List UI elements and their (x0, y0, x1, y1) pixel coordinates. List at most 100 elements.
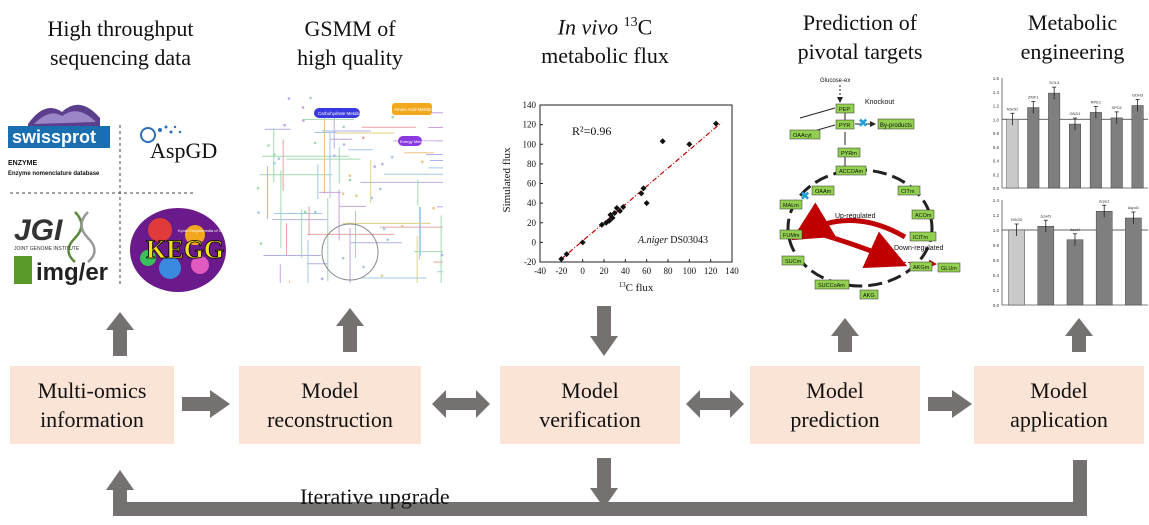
bar-label: NSOD (1007, 106, 1019, 111)
scatter-ytick-label: 0 (532, 237, 537, 247)
scatter-point (598, 221, 605, 228)
pathway-node-label: ACOm (915, 213, 932, 219)
scatter-xtick-label: -40 (534, 266, 546, 276)
pathway-node-box (811, 185, 835, 196)
pathway-node-label: PYRm (841, 151, 857, 157)
bar (1110, 117, 1123, 189)
jgi-text: JGI (14, 214, 63, 247)
scatter-point (613, 205, 620, 212)
scatter-annotation: R²=0.96 (572, 124, 611, 138)
bar-ytick-label: 0.4 (993, 273, 1000, 278)
bar-ytick-label: 0.8 (993, 243, 1000, 248)
heading-gsmm-line2: high quality (297, 45, 403, 70)
heading-targets: Prediction of pivotal targets (760, 8, 960, 66)
scatter-xlabel: 13C flux (619, 281, 654, 294)
bar-ytick-label: 1.4 (993, 90, 1000, 95)
bar (1089, 112, 1102, 189)
scatter-xtick-label: 80 (664, 266, 674, 276)
pathway-node-box (909, 261, 933, 272)
heading-gsmm: GSMM of high quality (250, 14, 450, 72)
scatter-xtick-label: 140 (725, 266, 739, 276)
pathway-node-label: ACCOAm (839, 169, 864, 175)
pathway-down: Down-regulated (894, 245, 944, 252)
pathway-node-label: OAAm (815, 189, 832, 195)
heading-sequencing-line1: High throughput (47, 16, 194, 41)
heading-engineering-line2: engineering (1020, 39, 1125, 64)
bar-ytick-label: 0.8 (993, 131, 1000, 136)
arrow-double-verification-prediction (686, 390, 744, 418)
box-multiomics[interactable]: Multi-omics information (10, 366, 174, 444)
heading-flux-italic: In vivo (557, 14, 619, 40)
box-verification[interactable]: Model verification (500, 366, 680, 444)
scatter-ytick-label: 40 (527, 198, 537, 208)
jgi-sub-text: JOINT GENOME INSTITUTE (14, 246, 80, 252)
gsmm-label-1: Carbohydrate Metabolism (318, 111, 370, 116)
pathway-node-label: PYR (839, 123, 850, 129)
scatter-ytick-label: -20 (524, 257, 536, 267)
pathway-node-label: SUCm (785, 259, 802, 265)
arrow-down-verification (590, 306, 618, 356)
scatter-xtick-label: 0 (580, 266, 585, 276)
scatter-point (713, 120, 719, 127)
gsmm-label-bubble-3 (398, 136, 422, 146)
scatter-xtick-label: 60 (642, 266, 652, 276)
bar-ytick-label: 0.6 (993, 258, 1000, 263)
bar-label: NSOD (1011, 217, 1023, 222)
swissprot-logo: swissprot (8, 104, 110, 148)
pathway-byproducts-label: By-products (880, 123, 912, 129)
kegg-logo: KEGG Kyoto Encyclopedia of Genes and Gen… (130, 208, 257, 292)
bar-label: ZMF1 (1028, 95, 1039, 100)
pathway-node-box (909, 231, 937, 242)
box-verification-line2: verification (539, 407, 641, 432)
box-application-line2: application (1010, 407, 1108, 432)
box-multiomics-line1: Multi-omics (37, 378, 147, 403)
scatter-ytick-label: 140 (523, 100, 537, 110)
heading-flux: In vivo 13C metabolic flux (490, 8, 720, 70)
aspgd-logo: AspGD (140, 125, 217, 163)
pathway-node-box (779, 199, 803, 210)
box-verification-line1: Model (561, 378, 619, 403)
bar (1095, 211, 1113, 306)
bar-label: Δrpe1 (1099, 198, 1110, 203)
scatter-point (638, 190, 645, 197)
scatter-point (579, 239, 586, 246)
heading-engineering: Metabolic engineering (1000, 8, 1145, 66)
scatter-xtick-label: 120 (704, 266, 718, 276)
imger-logo: img/er (14, 256, 108, 286)
pathway-node-box (789, 129, 821, 140)
bar-ytick-label: 1.0 (993, 228, 1000, 233)
scatter-xtick-label: 40 (621, 266, 631, 276)
pathway-node-box (814, 279, 850, 290)
pathway-byproducts-box (877, 118, 915, 130)
box-multiomics-line2: information (40, 407, 144, 432)
iterative-upgrade-label: Iterative upgrade (300, 484, 450, 509)
bar-ytick-label: 0.4 (993, 159, 1000, 164)
heading-flux-c: C (637, 14, 653, 40)
gsmm-label-bubble-2 (392, 103, 432, 115)
imger-text: img/er (36, 259, 108, 286)
bar (1008, 229, 1025, 306)
pathway-node-label: SUCCoAm (818, 283, 845, 289)
box-prediction-line2: prediction (790, 407, 880, 432)
scatter-point (686, 141, 693, 148)
scatter-point (603, 219, 610, 226)
bar (1069, 123, 1081, 189)
box-prediction-line1: Model (806, 378, 864, 403)
scatter-ytick-label: 60 (527, 179, 537, 189)
pathway-node-box (835, 165, 867, 176)
pathway-node-box (859, 289, 879, 300)
bar-ytick-label: 1.0 (993, 117, 1000, 122)
heading-sequencing-data: High throughput sequencing data (8, 14, 233, 72)
heading-flux-sup: 13 (623, 15, 638, 30)
bar-ytick-label: 1.4 (993, 198, 1000, 203)
box-prediction[interactable]: Model prediction (750, 366, 920, 444)
scatter-point (659, 138, 666, 145)
scatter-point (620, 204, 627, 211)
